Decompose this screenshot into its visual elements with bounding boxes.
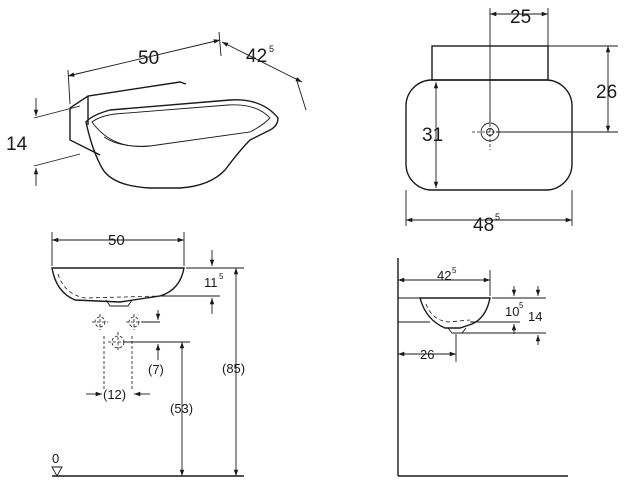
front-rim-sup: 5: [219, 272, 224, 281]
iso-depth-sup: 5: [269, 44, 274, 54]
front-outlet-spacing-label: (12): [103, 387, 126, 402]
floor-level-label: 0: [52, 451, 59, 466]
front-outlet-height-label: (7): [148, 362, 164, 377]
iso-height-label: 14: [6, 134, 28, 155]
side-outlet-offset-label: 26: [420, 347, 434, 362]
side-inner-height-sup: 5: [519, 301, 524, 310]
top-tap-depth-label: 26: [596, 82, 617, 103]
top-tap-width-label: 25: [510, 7, 531, 28]
top-bowl-depth-label: 31: [422, 125, 443, 146]
iso-depth-label: 42: [246, 46, 267, 67]
side-outer-height-label: 14: [528, 309, 542, 324]
front-width-label: 50: [108, 232, 125, 249]
top-total-width-sup: 5: [495, 212, 500, 222]
side-view: 42 5 10 5 14 26: [397, 258, 568, 477]
front-view: 50 11 5 (7) (12) (53) (85): [51, 232, 245, 477]
side-inner-height-label: 10: [505, 304, 519, 319]
side-depth-sup: 5: [452, 266, 457, 275]
front-rim-label: 11: [204, 275, 218, 290]
top-view: 25 26 31 48 5: [405, 7, 618, 236]
iso-width-label: 50: [138, 48, 159, 69]
top-total-width-label: 48: [473, 215, 494, 236]
side-depth-label: 42: [437, 268, 451, 283]
isometric-view: 50 42 5 14: [6, 31, 307, 189]
front-outlet-floor-label: (53): [170, 401, 193, 416]
front-total-height-label: (85): [222, 361, 245, 376]
